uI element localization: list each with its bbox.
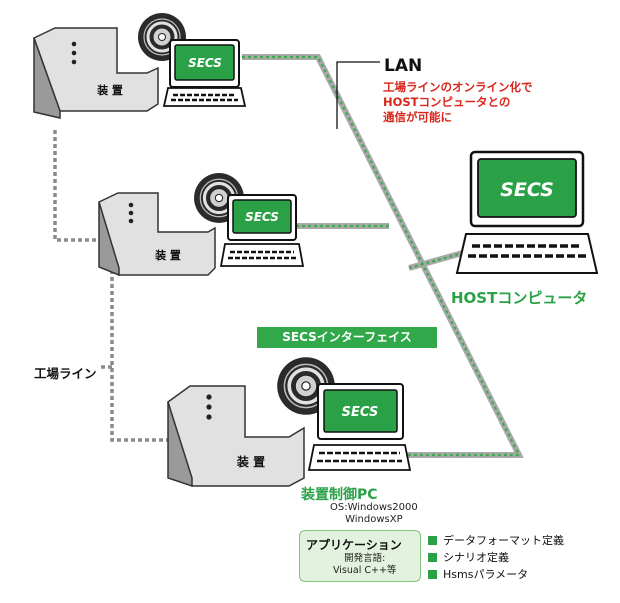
equipment-3-indicator <box>206 404 212 410</box>
equipment-3-indicator <box>206 414 212 420</box>
equipment-1: 装 置 <box>33 27 159 119</box>
feature-label: シナリオ定義 <box>443 551 509 564</box>
lan-title: LAN <box>384 56 423 76</box>
equipment-3-label: 装 置 <box>236 454 265 469</box>
lan-network-lines <box>242 54 524 458</box>
green-square-icon <box>428 553 437 562</box>
host-computer-label: HOSTコンピュータ <box>451 289 588 307</box>
application-title: アプリケーション <box>306 538 402 552</box>
os-line: OS:Windows2000 <box>330 502 418 513</box>
application-box <box>299 530 421 582</box>
feature-label: データフォーマット定義 <box>443 534 564 547</box>
pc-2: SECS <box>219 194 305 267</box>
dev-language-line: 開発言語: <box>344 553 386 564</box>
dev-language-info: 開発言語: Visual C++等 <box>333 553 396 577</box>
green-square-icon <box>428 570 437 579</box>
secs-interface-label: SECSインターフェイス <box>257 327 437 348</box>
equipment-2-indicator <box>128 210 134 216</box>
equipment-2-indicator <box>128 202 134 208</box>
green-square-icon <box>428 536 437 545</box>
feature-item: データフォーマット定義 <box>428 532 564 548</box>
pc-1-screen-label: SECS <box>188 56 222 70</box>
host-screen-label: SECS <box>500 179 554 201</box>
equipment-1-label: 装 置 <box>96 83 123 97</box>
equipment-1-indicator <box>71 41 77 47</box>
equipment-2-indicator <box>128 218 134 224</box>
feature-item: シナリオ定義 <box>428 549 509 565</box>
feature-item: Hsmsパラメータ <box>428 566 528 582</box>
lan-description-line: 通信が可能に <box>383 110 452 124</box>
pc-2-screen-label: SECS <box>245 210 279 224</box>
equipment-2: 装 置 <box>98 192 216 277</box>
equipment-1-indicator <box>71 59 77 65</box>
equipment-3-indicator <box>206 394 212 400</box>
factory-line <box>53 130 168 442</box>
equipment-3: 装 置 <box>167 385 305 488</box>
equipment-1-indicator <box>71 50 77 56</box>
pc-1: SECS <box>162 39 247 107</box>
dev-language-line: Visual C++等 <box>333 565 397 576</box>
os-line: WindowsXP <box>345 514 403 525</box>
lan-description-line: 工場ラインのオンライン化で <box>383 80 533 94</box>
control-pc-screen-label: SECS <box>342 405 379 420</box>
control-pc: SECS <box>307 383 412 471</box>
equipment-2-label: 装 置 <box>154 248 181 262</box>
lan-description-line: HOSTコンピュータとの <box>383 95 511 109</box>
lan-description: 工場ラインのオンライン化で HOSTコンピュータとの 通信が可能に <box>383 80 533 125</box>
factory-line-label: 工場ライン <box>34 366 97 381</box>
control-pc-label: 装置制御PC <box>301 487 378 503</box>
os-info: OS:Windows2000 WindowsXP <box>330 502 418 526</box>
feature-label: Hsmsパラメータ <box>443 568 529 581</box>
host-computer: SECS <box>455 150 599 274</box>
